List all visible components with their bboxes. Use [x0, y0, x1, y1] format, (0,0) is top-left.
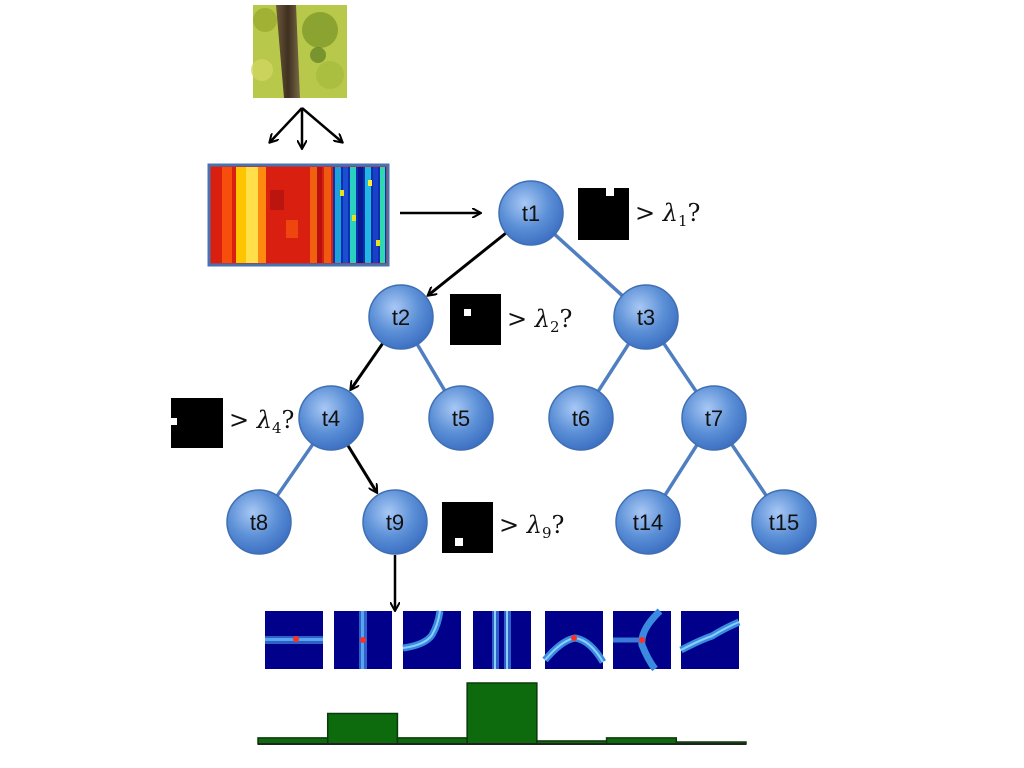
node-label: t9	[386, 510, 404, 535]
edge-t2-t4	[351, 342, 385, 389]
node-circle	[368, 284, 434, 350]
leaf-histogram	[257, 682, 747, 745]
edge-t3-t6	[596, 342, 631, 393]
node-t4: t4	[298, 385, 364, 451]
input-patch-image	[251, 5, 347, 98]
edge-t4-t9	[346, 444, 377, 492]
node-circle	[298, 385, 364, 451]
histogram-bar-2	[326, 712, 399, 745]
node-t14: t14	[615, 489, 681, 555]
node-circle	[226, 489, 292, 555]
node-t8: t8	[226, 489, 292, 555]
condition-text-t9: > λ9?	[499, 511, 564, 542]
node-circle	[613, 284, 679, 350]
node-t2: t2	[368, 284, 434, 350]
edge-t2-t5	[415, 343, 447, 392]
node-circle	[548, 385, 614, 451]
node-label: t8	[250, 510, 268, 535]
filter-image-5	[542, 611, 607, 669]
node-label: t15	[769, 510, 800, 535]
histogram-bar-4	[466, 682, 538, 745]
edge-t1-t3	[553, 233, 624, 297]
edge-t4-t8	[275, 443, 315, 497]
feature-channels-image	[207, 163, 390, 267]
node-t5: t5	[428, 385, 494, 451]
filter-image-4	[473, 611, 531, 669]
tree-nodes: t1 t2 t3 t4 t5 t6 t7 t8 t9 t14 t15	[226, 180, 817, 555]
filter-image-3	[402, 610, 461, 669]
filter-image-7	[679, 611, 741, 669]
edge-t7-t15	[730, 443, 768, 497]
tree-edges	[275, 231, 768, 497]
filter-response-images	[265, 608, 741, 672]
node-label: t2	[392, 305, 410, 330]
condition-text-t2: > λ2?	[507, 305, 572, 336]
node-label: t14	[633, 510, 664, 535]
node-t9: t9	[362, 489, 428, 555]
node-label: t1	[522, 201, 540, 226]
node-circle	[751, 489, 817, 555]
filter-image-6	[613, 608, 671, 672]
node-circle	[362, 489, 428, 555]
filter-image-2	[334, 611, 392, 669]
split-mask-t9	[442, 502, 493, 553]
node-circle	[428, 385, 494, 451]
node-t15: t15	[751, 489, 817, 555]
split-mask-t4	[171, 398, 223, 448]
node-label: t7	[705, 406, 723, 431]
node-t3: t3	[613, 284, 679, 350]
node-label: t4	[322, 406, 340, 431]
split-mask-t1	[578, 188, 629, 240]
condition-text-t1: > λ1?	[635, 199, 700, 230]
node-t6: t6	[548, 385, 614, 451]
edge-t3-t7	[662, 342, 698, 393]
edge-t1-t2	[428, 231, 507, 295]
node-t1: t1	[498, 180, 564, 246]
node-t7: t7	[681, 385, 747, 451]
node-label: t6	[572, 406, 590, 431]
filter-image-1	[265, 611, 323, 669]
node-circle	[615, 489, 681, 555]
split-mask-t2	[450, 294, 501, 345]
node-label: t3	[637, 305, 655, 330]
edge-t7-t14	[663, 444, 699, 496]
node-label: t5	[452, 406, 470, 431]
node-circle	[498, 180, 564, 246]
condition-text-t4: > λ4?	[229, 406, 294, 437]
node-circle	[681, 385, 747, 451]
split-arrows	[270, 107, 342, 148]
